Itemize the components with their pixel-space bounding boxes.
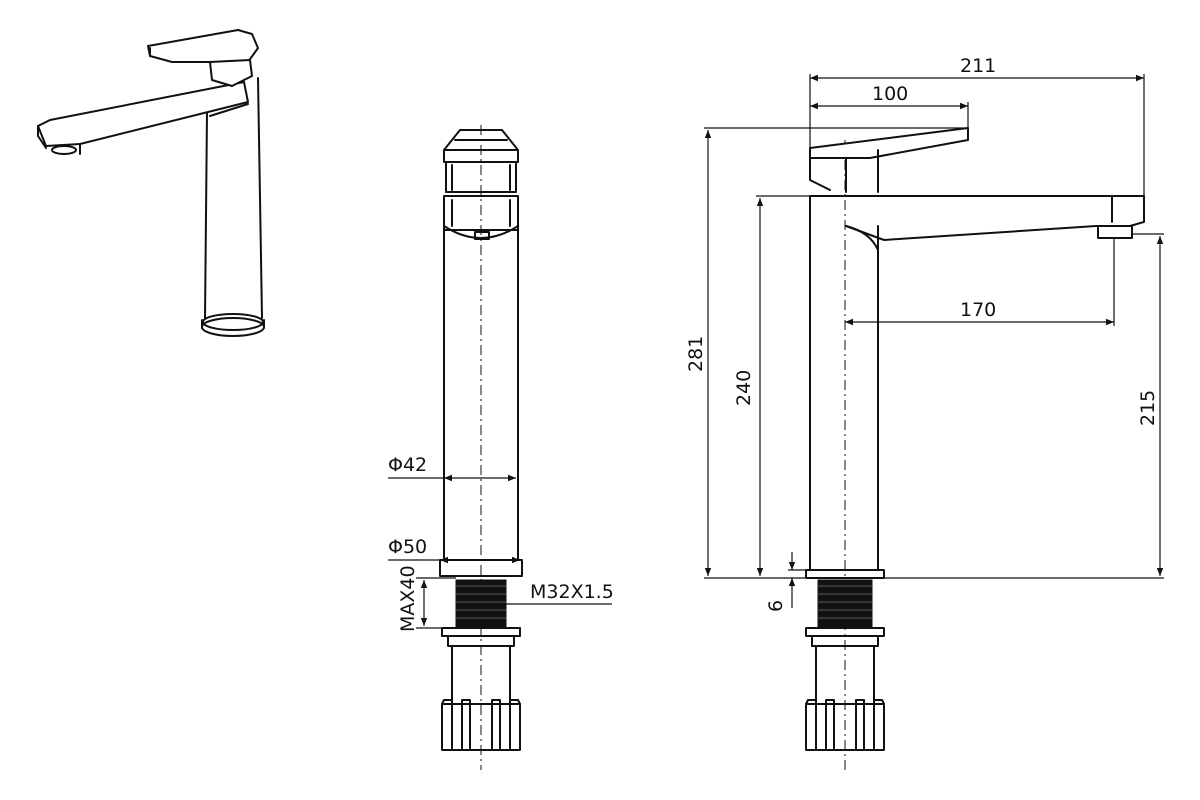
- base-thickness-label: 6: [765, 600, 787, 612]
- front-view: Φ42 Φ50 MAX40 M32X1.5: [388, 125, 614, 770]
- thread-label: M32X1.5: [530, 581, 614, 603]
- max-counter-thickness-label: MAX40: [397, 565, 419, 632]
- side-view: 211 100 170 281 240 215 6: [685, 55, 1164, 770]
- spout-reach-label: 170: [960, 299, 996, 321]
- outlet-height-label: 215: [1137, 390, 1159, 426]
- body-diameter-label: Φ42: [388, 454, 427, 476]
- spout-height-label: 240: [733, 370, 755, 406]
- overall-width-label: 211: [960, 55, 996, 77]
- handle-length-label: 100: [872, 83, 908, 105]
- base-diameter-label: Φ50: [388, 536, 427, 558]
- perspective-view: [37, 29, 265, 337]
- overall-height-label: 281: [685, 336, 707, 372]
